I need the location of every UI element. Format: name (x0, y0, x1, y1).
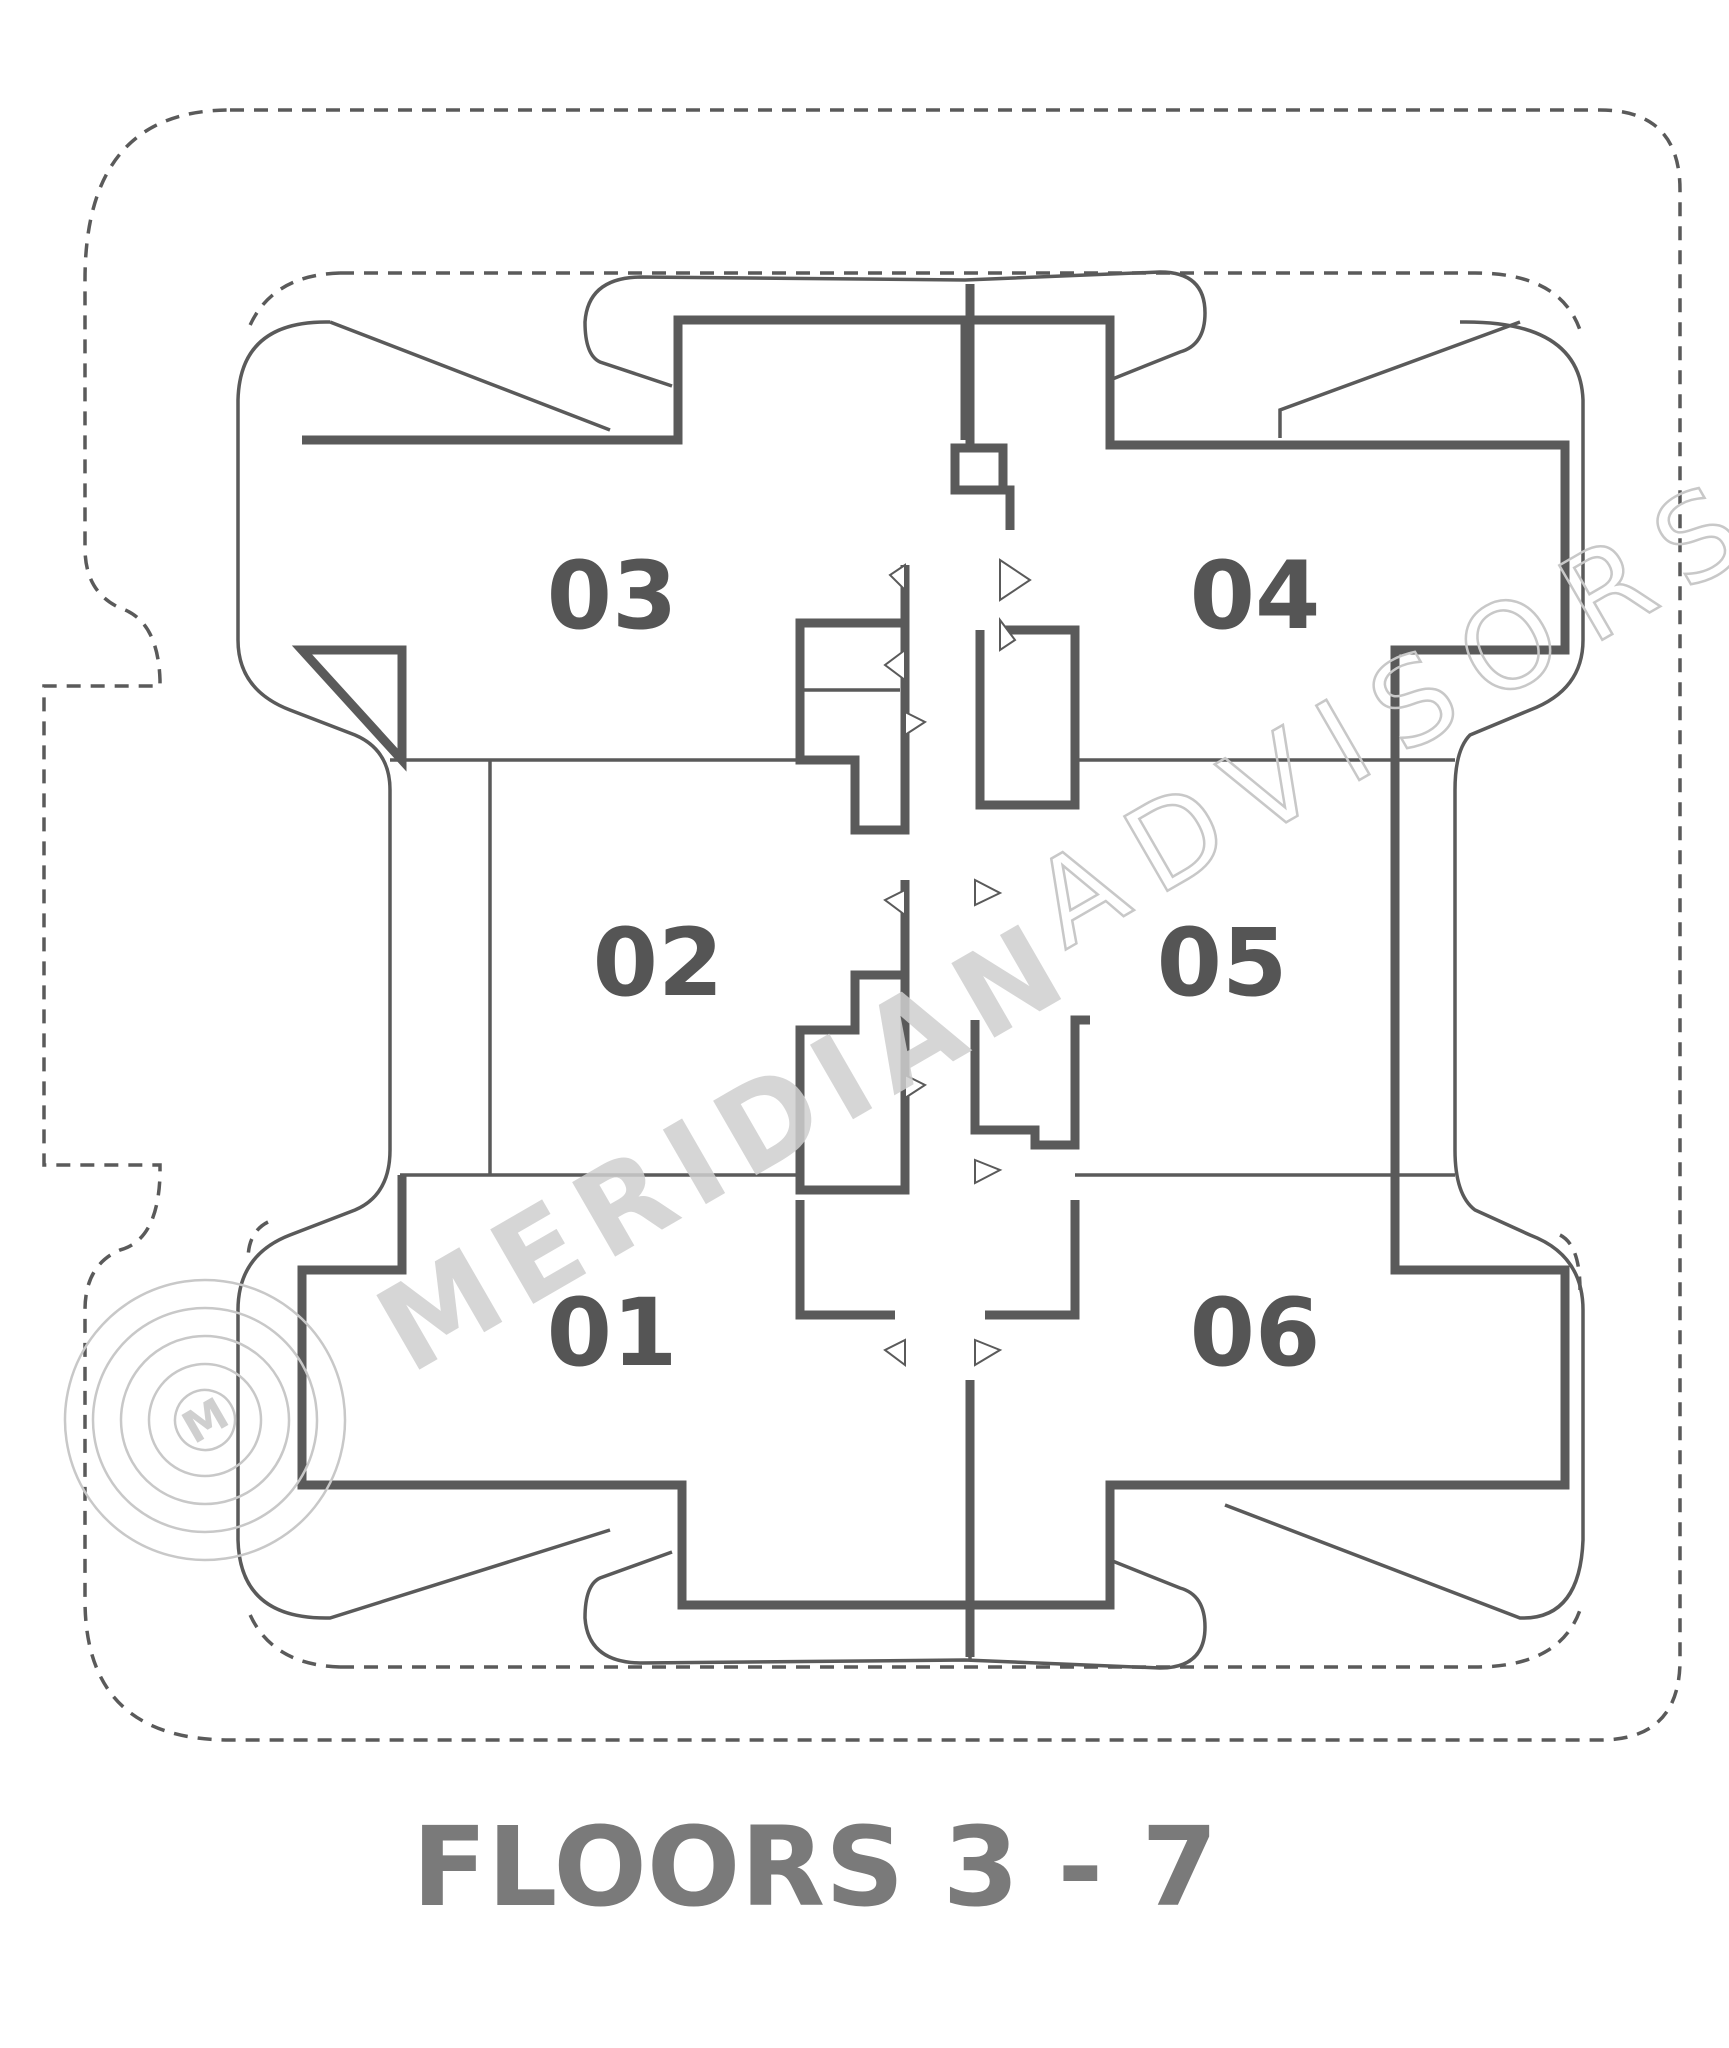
bottom-balcony (583, 1550, 1207, 1670)
unit-label-02: 02 (593, 909, 724, 1018)
unit-label-03: 03 (547, 542, 678, 651)
unit-label-06: 06 (1190, 1279, 1321, 1388)
unit-label-05: 05 (1157, 909, 1288, 1018)
unit-label-01: 01 (547, 1279, 678, 1388)
watermark-sub: ADVISORS (1010, 446, 1729, 974)
page-title: FLOORS 3 - 7 (412, 1803, 1218, 1931)
building-walls (291, 315, 1570, 1610)
top-balcony (583, 270, 1207, 388)
watermark-brand: MERIDIAN (355, 891, 1097, 1399)
door-swings (883, 558, 1032, 1367)
unit-label-04: 04 (1190, 542, 1321, 651)
balcony-line (246, 271, 1582, 1669)
balcony-outline (236, 320, 1585, 1620)
demising-lines (390, 688, 1455, 1660)
watermark-seal: M (63, 1278, 347, 1562)
